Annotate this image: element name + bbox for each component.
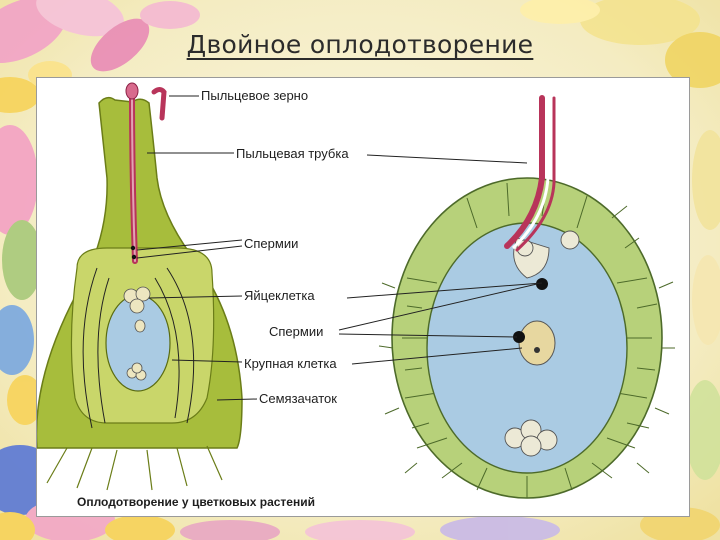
pistil-section: [37, 83, 242, 490]
central-cell-nucleolus: [534, 347, 540, 353]
pollen-grain-left-a: [126, 83, 138, 99]
label-pollen-grain: Пыльцевое зерно: [201, 88, 308, 103]
slide-title: Двойное оплодотворение: [0, 30, 720, 59]
central-cell-nucleus-left: [135, 320, 145, 332]
label-sperm-left: Спермии: [244, 236, 298, 251]
pistil-base-fringe: [47, 446, 222, 490]
pollen-grain-left-b: [154, 90, 164, 119]
label-egg-cell: Яйцеклетка: [244, 288, 315, 303]
label-pollen-tube: Пыльцевая трубка: [236, 146, 349, 161]
sperm-dot-left-b: [132, 255, 136, 259]
figure-caption: Оплодотворение у цветковых растений: [77, 495, 315, 509]
label-sperm-right: Спермии: [269, 324, 323, 339]
label-central-cell: Крупная клетка: [244, 356, 337, 371]
label-ovule: Семязачаток: [259, 391, 337, 406]
central-cell-right: [519, 321, 555, 365]
double-fertilization-diagram: Пыльцевое зерно Пыльцевая трубка Спермии…: [37, 78, 689, 516]
sperm-cell-right-a: [536, 278, 548, 290]
figure-panel: Пыльцевое зерно Пыльцевая трубка Спермии…: [36, 77, 690, 517]
sperm-dot-left-a: [131, 246, 135, 250]
